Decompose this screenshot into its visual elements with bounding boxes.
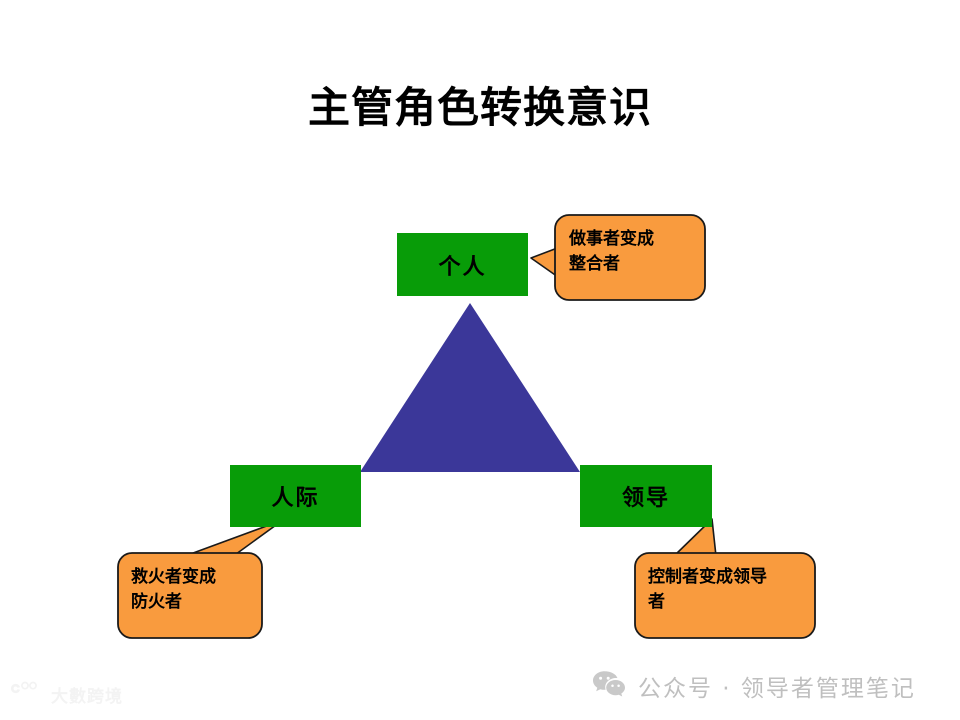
callout-individual-text: 做事者变成 整合者: [569, 229, 654, 274]
node-leadership[interactable]: 领导: [580, 465, 712, 527]
callout-bubble-individual: [554, 214, 706, 301]
node-interpersonal[interactable]: 人际: [230, 465, 361, 527]
wechat-footer: 公众号 · 领导者管理笔记: [592, 663, 916, 709]
watermark: 大數跨境: [8, 681, 123, 707]
dashujingjing-logo-icon: [8, 681, 44, 707]
callout-interpersonal-text: 救火者变成 防火者: [131, 567, 216, 612]
page-title: 主管角色转换意识: [307, 83, 652, 132]
node-box-interpersonal-shape: [230, 465, 361, 527]
wechat-account-label: 公众号 · 领导者管理笔记: [638, 676, 916, 702]
node-box-individual-shape: [397, 233, 528, 296]
wechat-icon: [592, 669, 626, 703]
callout-bubble-leadership: [634, 552, 816, 639]
watermark-label: 大數跨境: [51, 686, 123, 707]
callout-leadership-text: 控制者变成领导 者: [648, 567, 767, 612]
node-individual[interactable]: 个人: [397, 233, 528, 296]
node-leadership-label: 领导: [621, 486, 670, 511]
callout-bubble-interpersonal: [117, 552, 263, 639]
node-individual-label: 个人: [438, 254, 487, 280]
central-triangle-shape: [360, 303, 580, 472]
node-interpersonal-label: 人际: [271, 486, 320, 511]
node-box-leadership-shape: [580, 465, 712, 527]
